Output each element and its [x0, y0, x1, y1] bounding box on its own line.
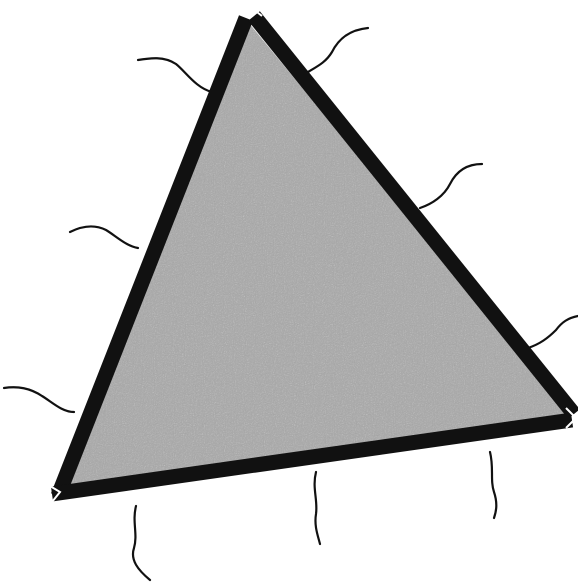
- triangle-diagram: [0, 0, 578, 583]
